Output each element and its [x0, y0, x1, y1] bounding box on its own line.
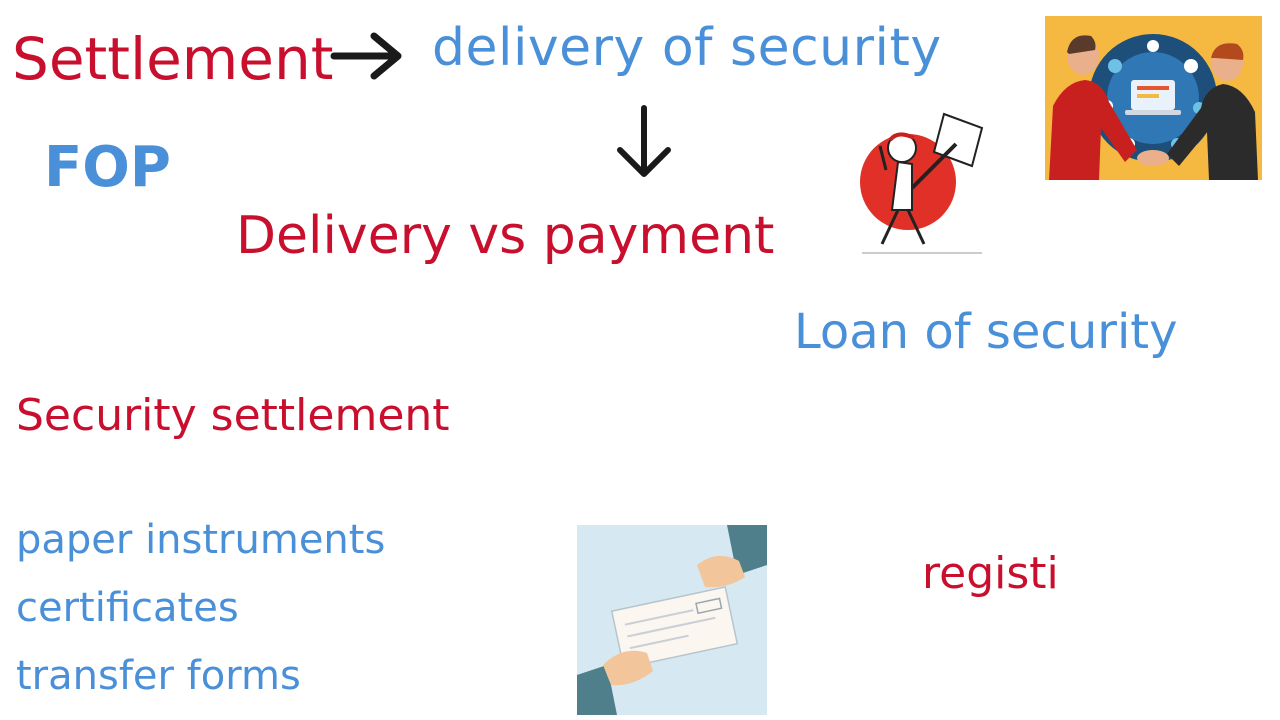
loan-of-security-label: Loan of security: [794, 304, 1178, 360]
arrow-down-icon: [617, 105, 671, 177]
delivery-vs-payment-label: Delivery vs payment: [236, 206, 775, 266]
delivery-of-security-label: delivery of security: [432, 18, 942, 78]
paper-instruments-item: paper instruments: [16, 517, 386, 563]
cheque-graphic: [577, 525, 767, 715]
arrow-right-icon: [330, 32, 402, 80]
settlement-heading: Settlement: [12, 25, 334, 93]
protester-graphic: [860, 112, 984, 254]
security-settlement-heading: Security settlement: [16, 390, 450, 441]
transfer-forms-item: transfer forms: [16, 653, 301, 699]
protester-illustration: [858, 110, 988, 256]
handshake-illustration: [1045, 16, 1262, 180]
certificates-item: certificates: [16, 585, 239, 631]
registration-label: registi: [922, 548, 1059, 599]
handshake-graphic: [1045, 16, 1262, 180]
cheque-handover-illustration: [577, 525, 767, 715]
fop-label: FOP: [44, 135, 171, 200]
